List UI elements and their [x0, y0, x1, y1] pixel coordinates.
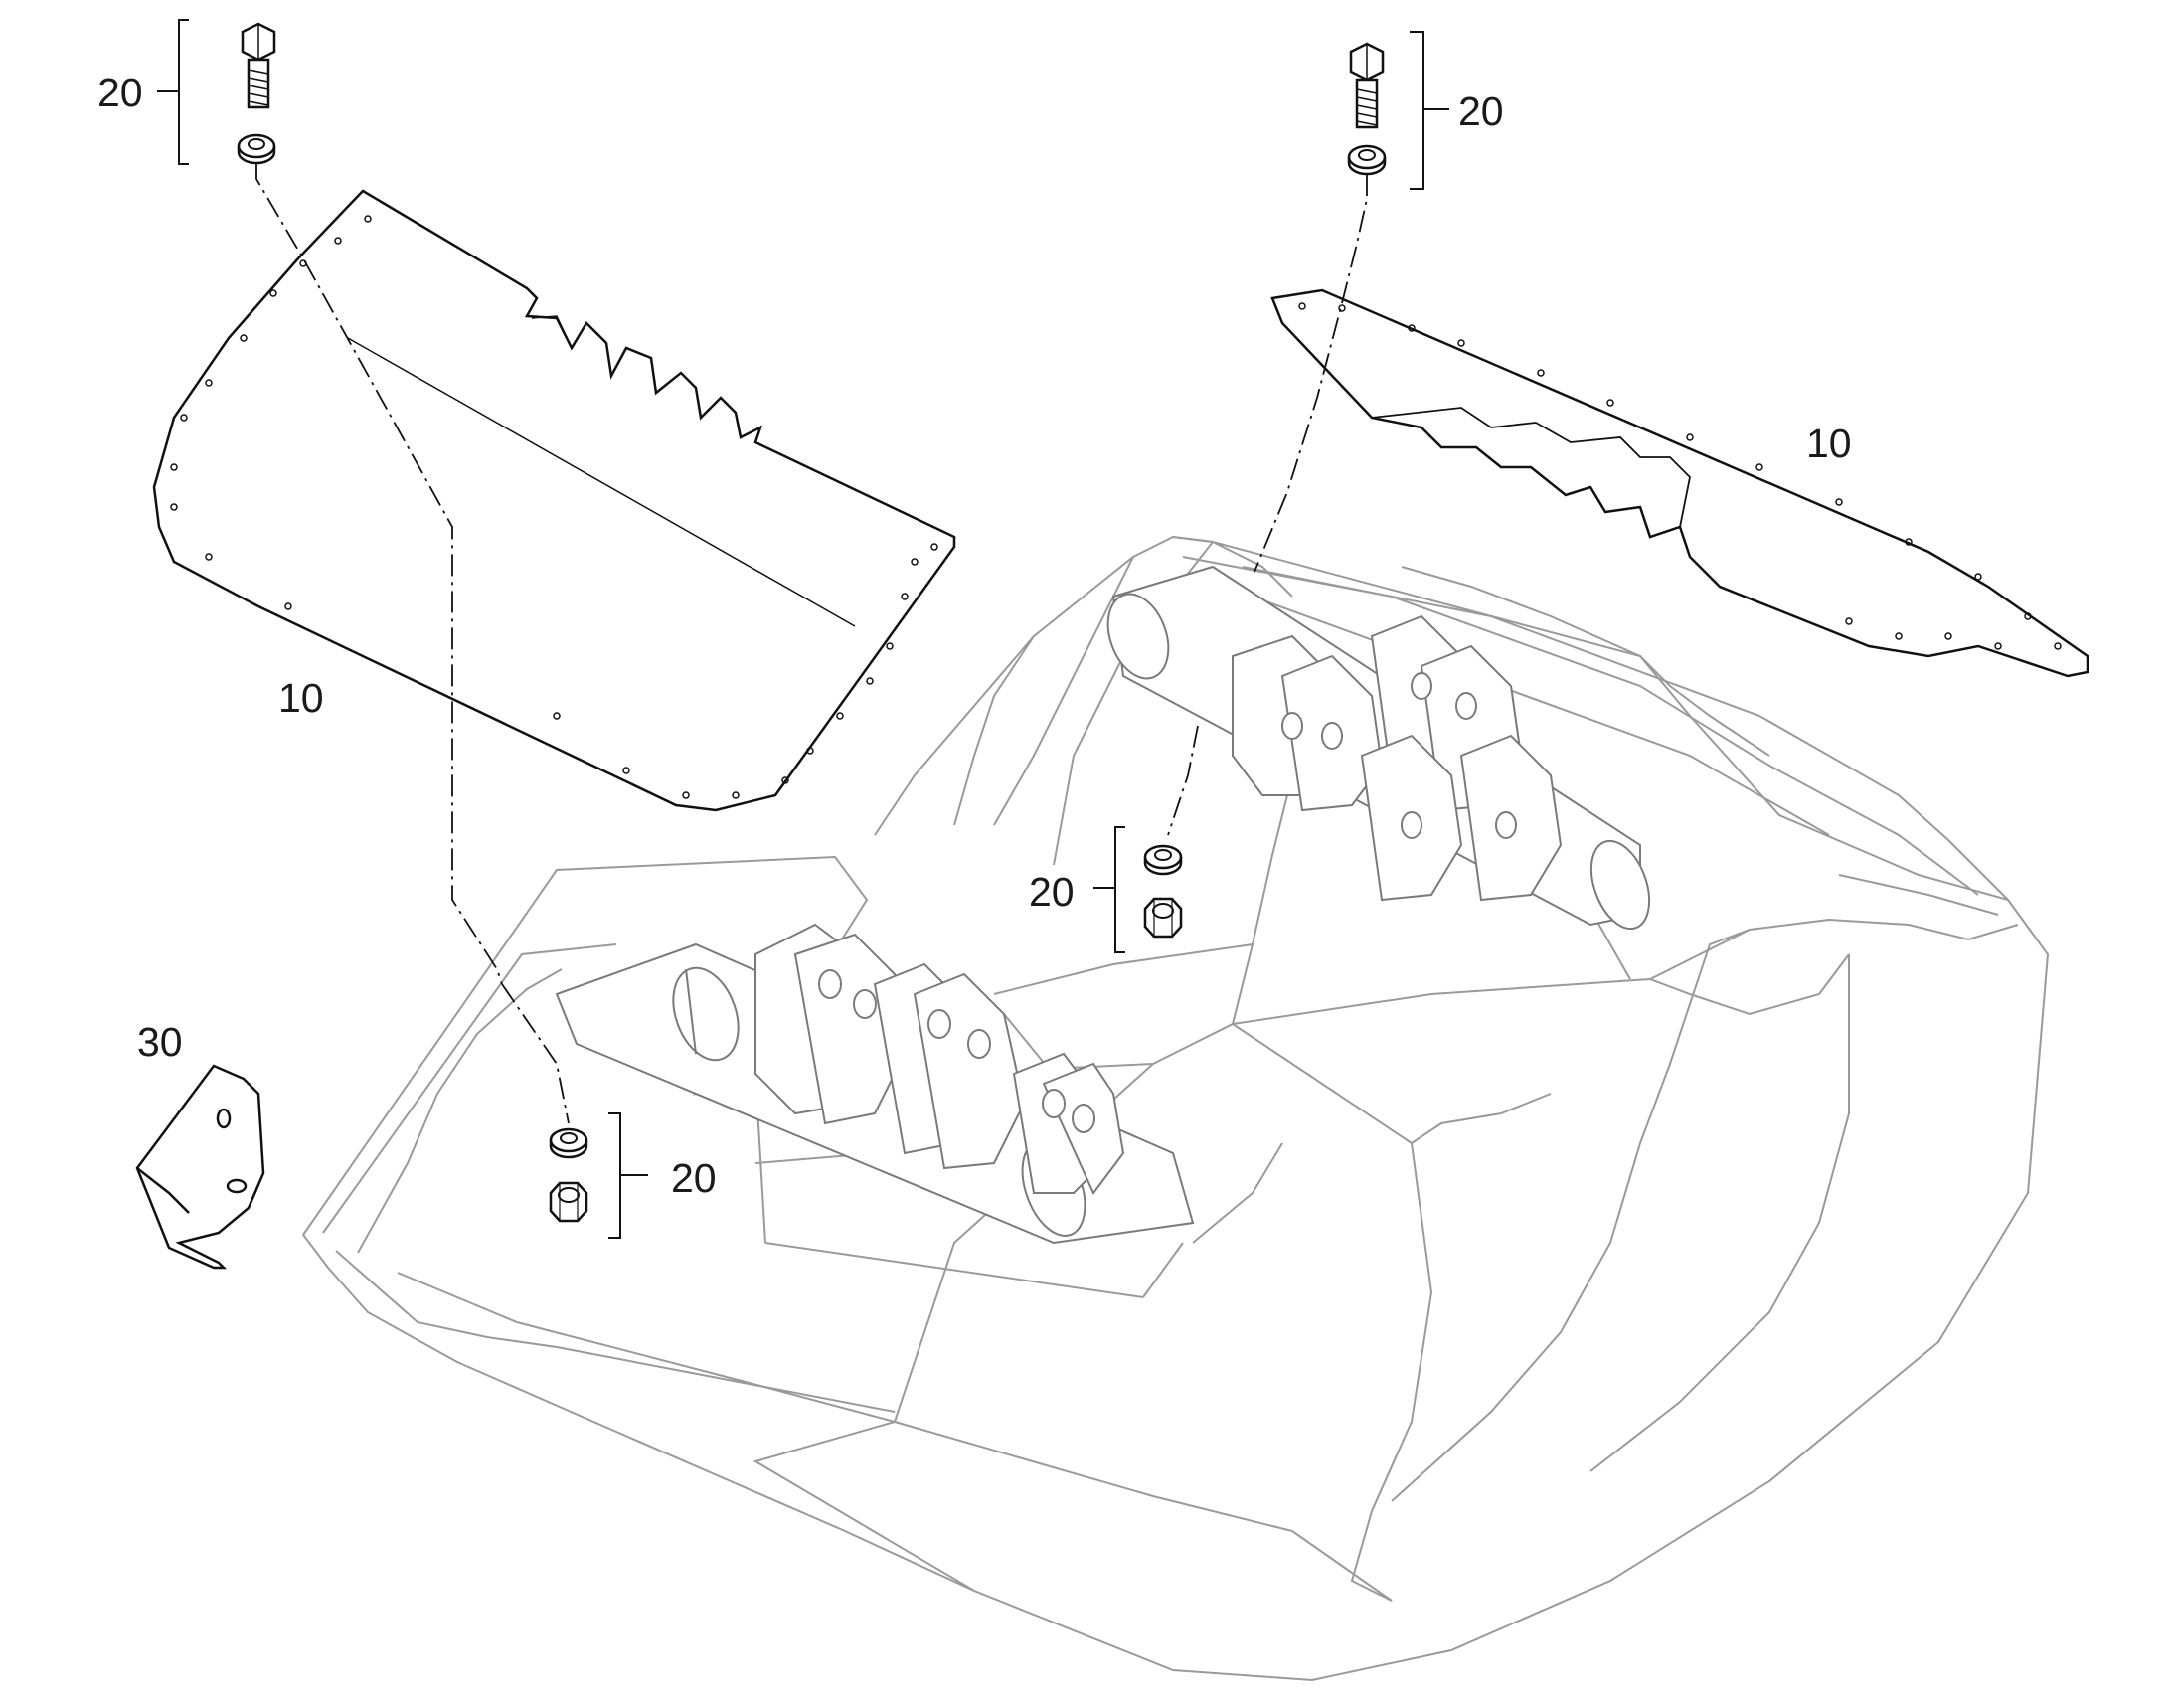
cover-plate-left-holes — [170, 215, 938, 799]
bracket-part-30 — [135, 1064, 265, 1270]
fastener-group-bottom — [549, 1112, 648, 1239]
callout-20-top-left: 20 — [97, 70, 143, 115]
fastener-group-top-right — [1347, 31, 1449, 190]
callout-20-top-right: 20 — [1458, 88, 1504, 134]
callout-10-right: 10 — [1806, 421, 1852, 466]
callout-20-mid: 20 — [1029, 869, 1075, 915]
callout-30: 30 — [137, 1019, 183, 1065]
cover-plate-left — [152, 189, 956, 812]
assembly-centerlines — [255, 164, 1368, 1124]
callout-20-bottom: 20 — [671, 1155, 717, 1201]
lower-pivot-shaft — [555, 923, 1195, 1245]
upper-pivot-shaft — [1106, 565, 1651, 931]
cover-plate-right-holes — [1298, 302, 2062, 650]
cover-plate-right — [1270, 288, 2089, 678]
fastener-group-top-left — [157, 19, 276, 165]
callout-10-left: 10 — [278, 675, 324, 721]
fastener-group-mid — [1093, 826, 1183, 953]
